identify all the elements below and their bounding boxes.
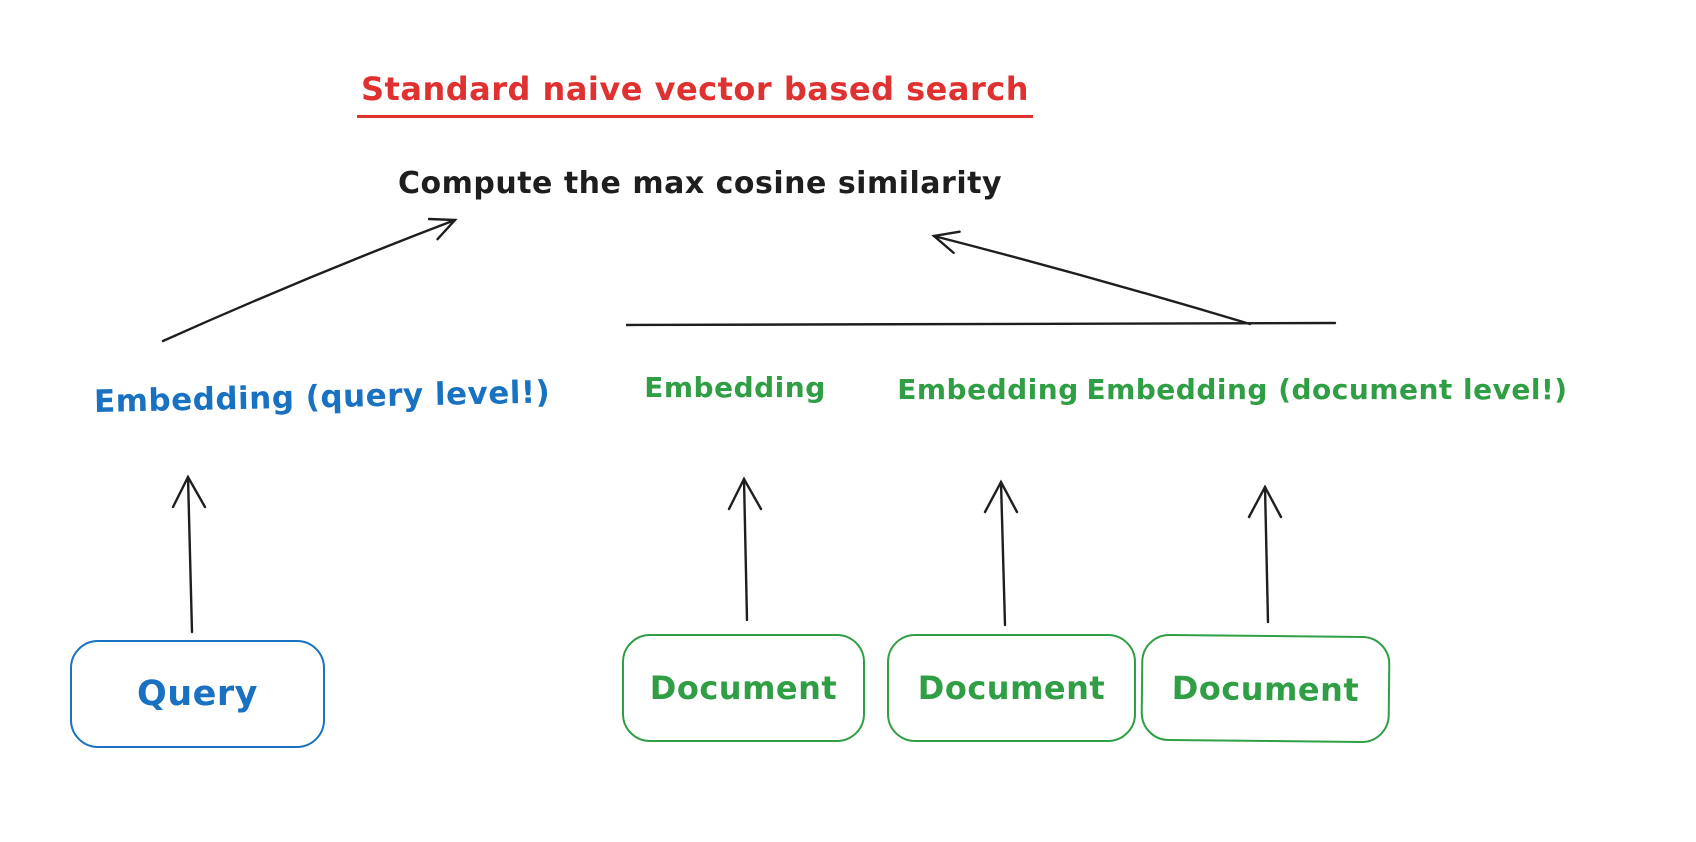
document-box-3: Document [1140,633,1391,744]
diagram-title: Standard naive vector based search [357,70,1033,118]
arrow-documents-to-compute [931,230,1252,326]
document-box-2-label: Document [917,669,1106,707]
arrow-document-2-to-embedding [983,479,1019,627]
document-2-embedding-label: Embedding [897,373,1079,406]
query-embedding-label: Embedding (query level!) [93,374,551,420]
arrow-document-1-to-embedding [727,476,763,622]
document-box-3-label: Document [1171,668,1360,709]
document-box-1: Document [622,634,865,742]
document-3-embedding-label: Embedding (document level!) [1086,373,1568,406]
document-box-2: Document [887,634,1136,742]
query-box: Query [70,640,325,748]
documents-span-line [625,321,1337,327]
arrow-document-3-to-embedding [1247,484,1283,624]
arrow-query-embedding-to-compute [161,217,458,343]
query-box-label: Query [137,674,258,714]
compute-caption: Compute the max cosine similarity [397,166,1003,201]
document-box-1-label: Document [649,669,838,707]
document-1-embedding-label: Embedding [644,371,826,404]
arrow-query-to-embedding [171,474,207,634]
